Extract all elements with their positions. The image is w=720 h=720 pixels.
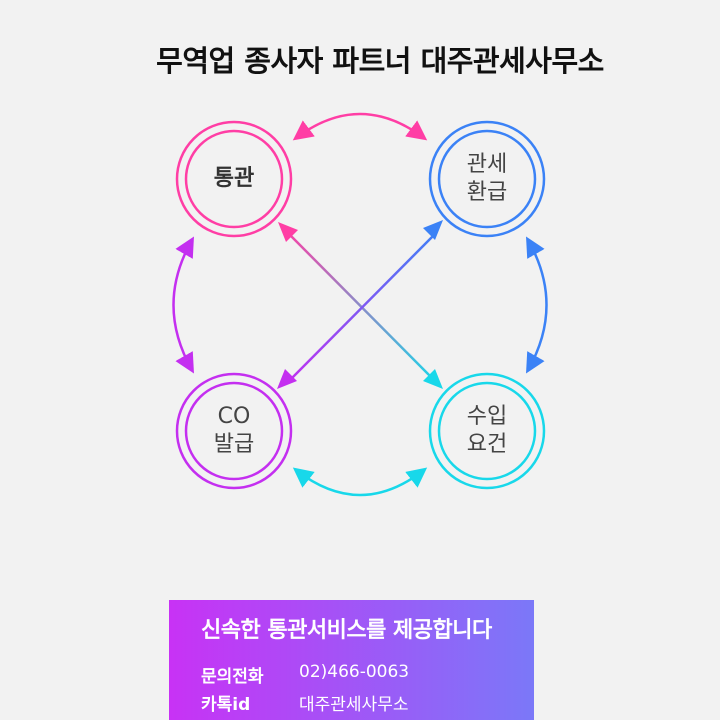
- diag2-head-end: [277, 369, 297, 389]
- node-co-label: CO 발급: [213, 404, 255, 457]
- node-co-circle: [175, 372, 293, 490]
- diag2-head-start: [423, 220, 443, 240]
- page-title: 무역업 종사자 파트너 대주관세사무소: [156, 44, 604, 78]
- node-customs-circle: [175, 120, 293, 238]
- diag1-head-end: [423, 369, 443, 389]
- arrow-customs-to-co: [172, 236, 194, 374]
- node-refund-label: 관세 환급: [466, 152, 508, 205]
- node-customs-label: 통관: [213, 166, 255, 191]
- arrow-customs-to-refund: [292, 112, 428, 141]
- diag1-head-start: [278, 222, 298, 242]
- diagonal-refund-co: [289, 234, 435, 381]
- kakao-id[interactable]: 대주관세사무소: [299, 695, 409, 715]
- contact-banner: 신속한 통관서비스를 제공합니다 문의전화 02)466-0063 카톡id 대…: [169, 600, 534, 720]
- kakao-label: 카톡id: [201, 695, 251, 715]
- phone-label: 문의전화: [201, 667, 264, 687]
- node-import-circle: [428, 372, 546, 490]
- arrow-refund-to-import: [526, 236, 548, 374]
- node-import-label: 수입 요건: [466, 404, 508, 457]
- node-refund-circle: [428, 120, 546, 238]
- arrow-co-to-import: [292, 467, 428, 497]
- banner-headline: 신속한 통관서비스를 제공합니다: [201, 618, 492, 643]
- cycle-diagram: [172, 112, 548, 497]
- phone-number[interactable]: 02)466-0063: [299, 662, 410, 682]
